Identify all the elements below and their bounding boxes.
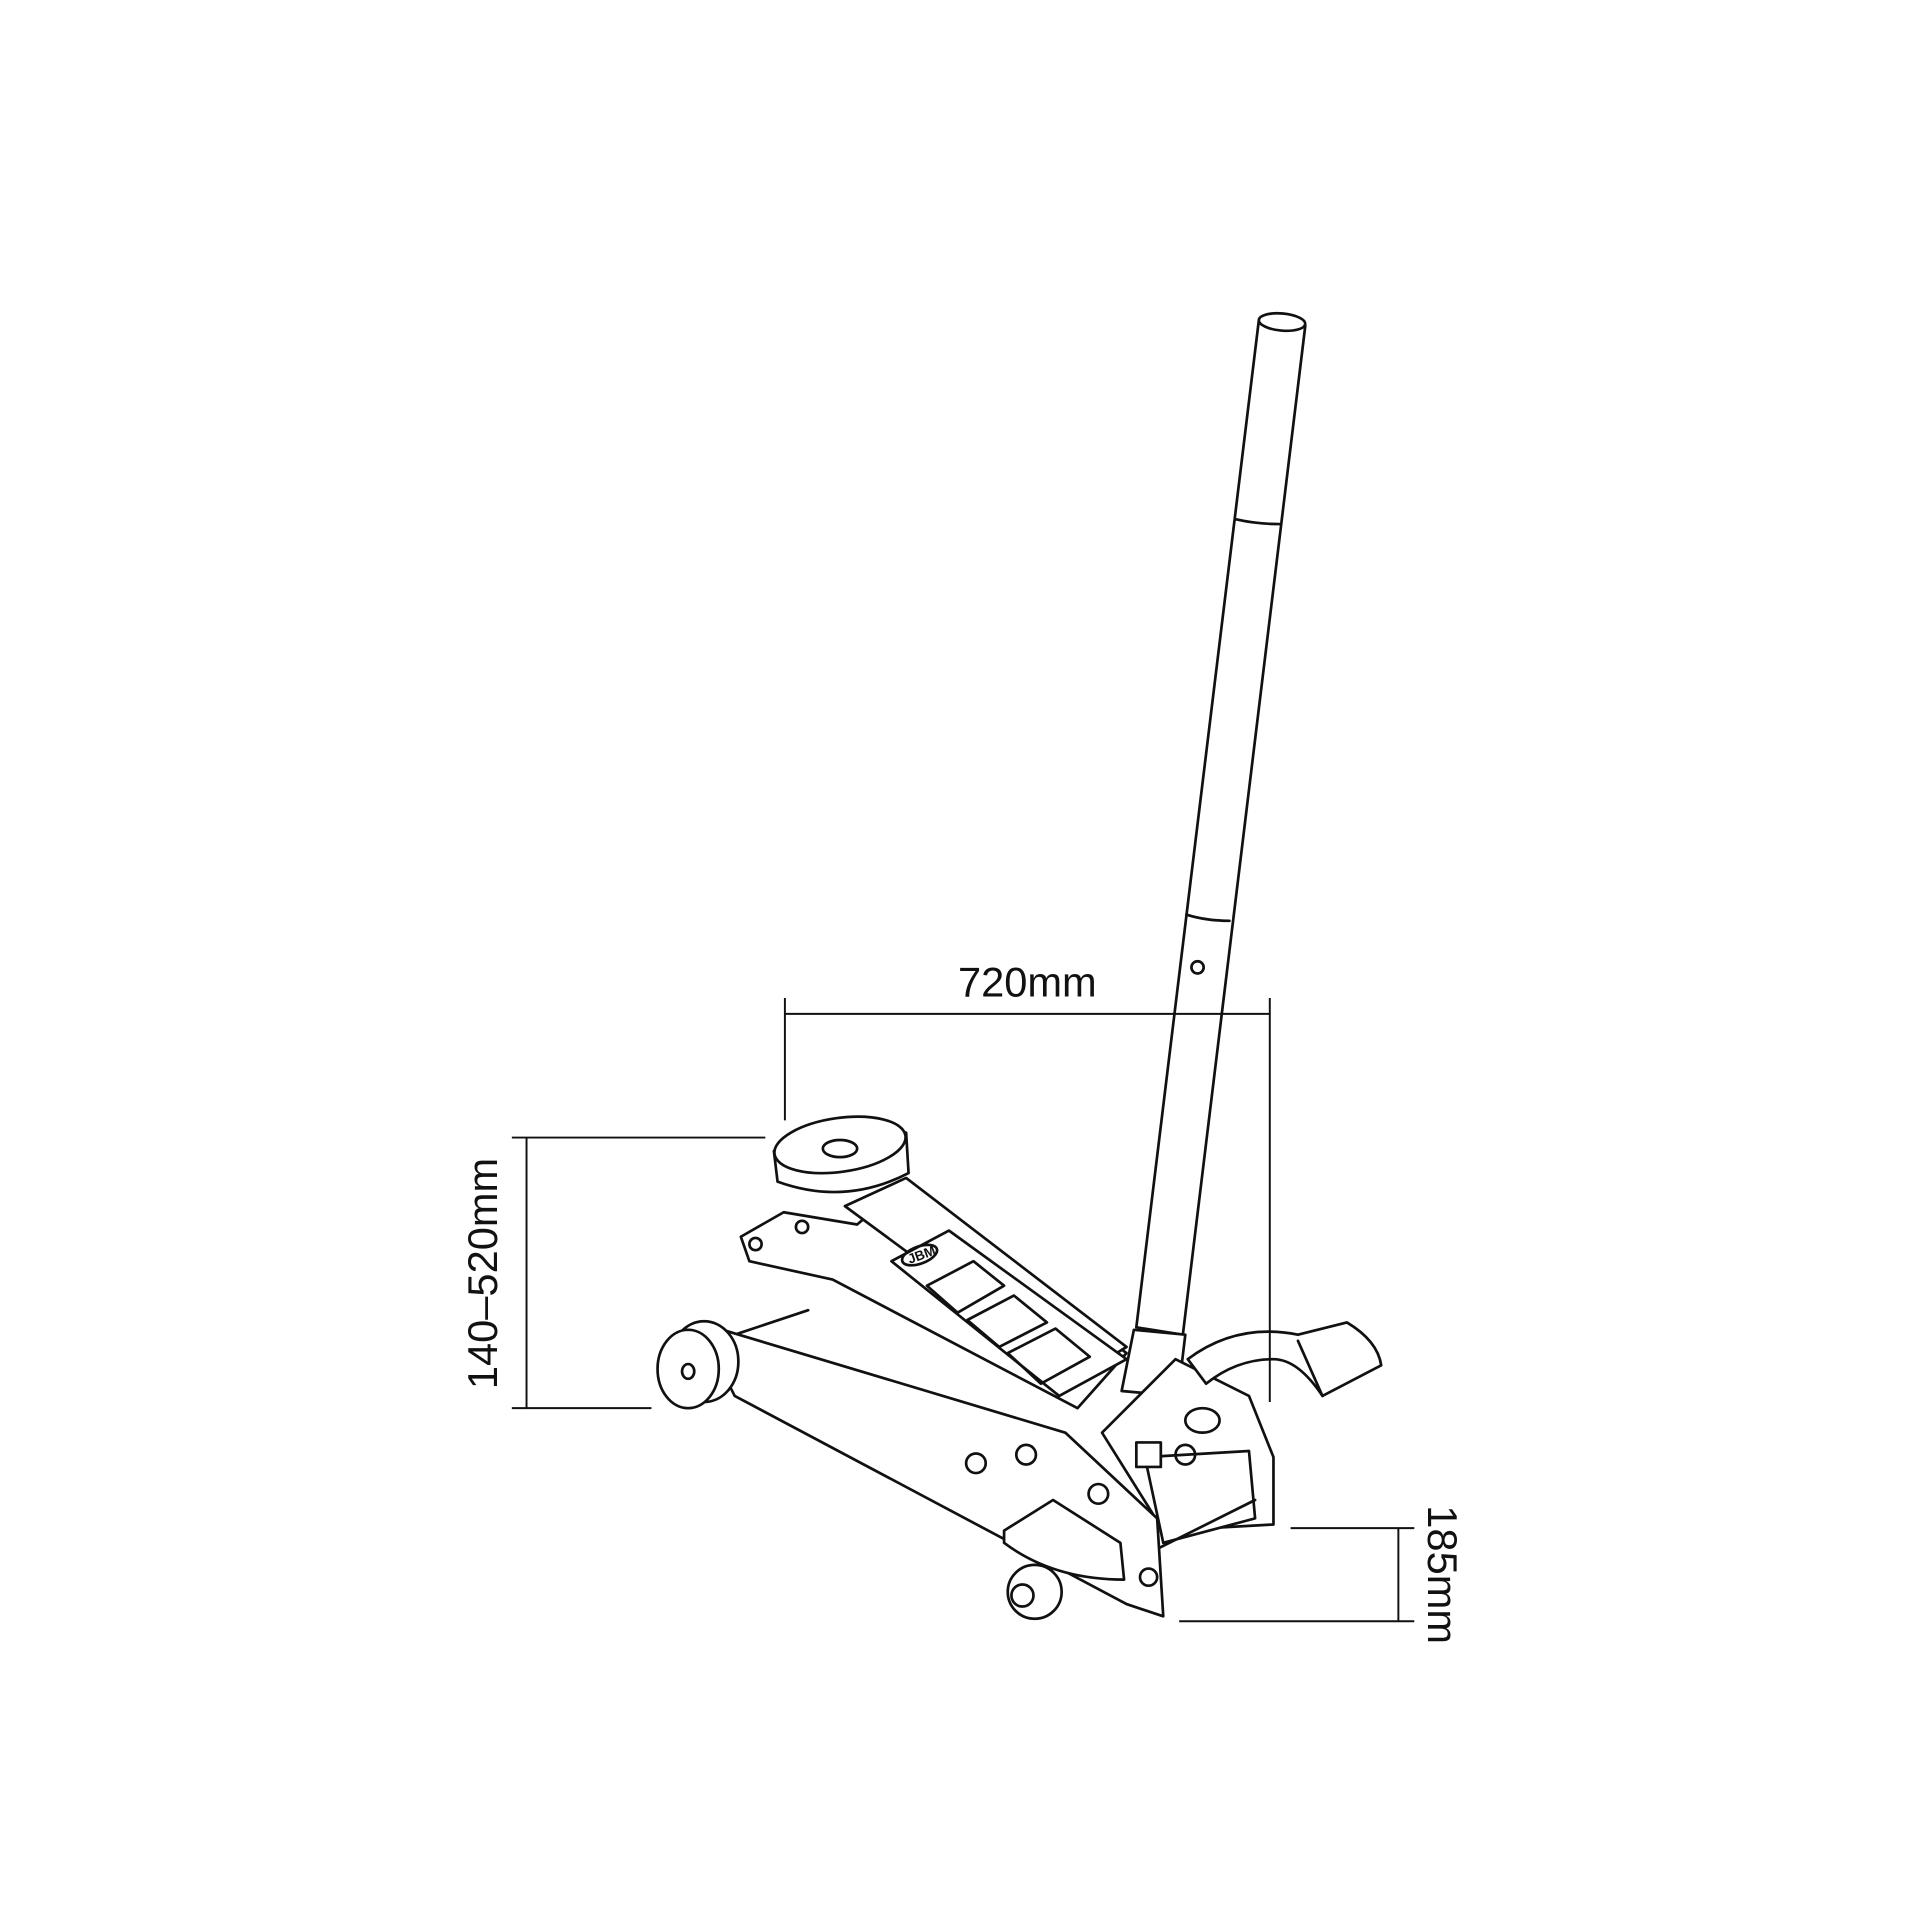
lift-saddle <box>772 1115 910 1194</box>
jack-handle <box>1120 311 1307 1398</box>
release-lever <box>1186 1321 1383 1398</box>
min-height-label: 185mm <box>1419 1505 1466 1644</box>
top-plate: JBM <box>890 1229 1128 1398</box>
length-label: 720mm <box>958 959 1097 1006</box>
pump-assembly <box>1100 1357 1275 1551</box>
dimension-min-height: 185mm <box>1179 1505 1466 1644</box>
dimension-lift-range: 140–520mm <box>459 1136 766 1410</box>
side-frame <box>696 1321 1165 1618</box>
dimension-length: 720mm <box>783 959 1271 1403</box>
rear-caster <box>1006 1563 1063 1621</box>
lift-range-label: 140–520mm <box>459 1158 506 1389</box>
front-wheel <box>656 1319 740 1410</box>
